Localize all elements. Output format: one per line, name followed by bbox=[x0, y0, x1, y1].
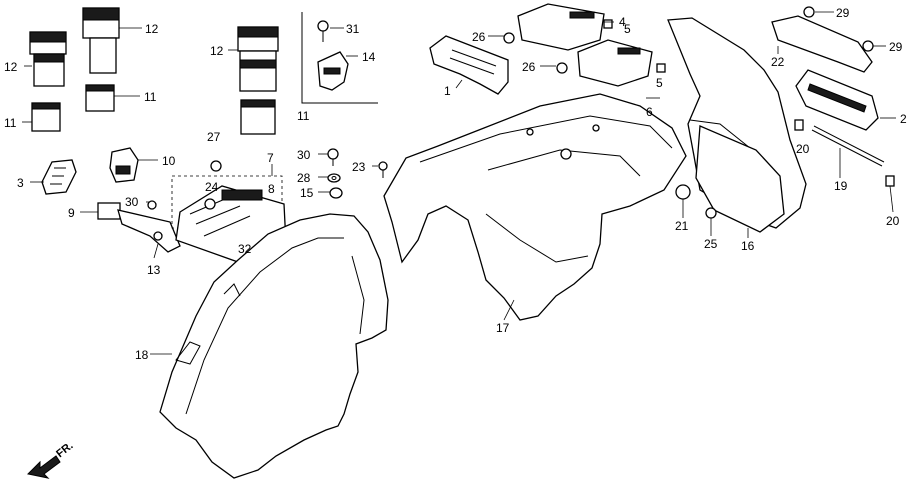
reflector-bracket-22 bbox=[771, 15, 873, 73]
callout-2: 2 bbox=[900, 112, 907, 126]
clip-5-upper bbox=[603, 19, 613, 29]
rear-fender-17 bbox=[383, 93, 687, 321]
relay-10 bbox=[109, 147, 139, 183]
callout-12-center: 12 bbox=[210, 44, 224, 58]
callout-4: 4 bbox=[619, 15, 626, 29]
callout-26-lower: 26 bbox=[522, 60, 536, 74]
bolt-30-upper bbox=[327, 148, 339, 166]
grommet-26-upper bbox=[503, 32, 515, 44]
callout-13: 13 bbox=[147, 263, 161, 277]
callout-11-left: 11 bbox=[4, 116, 17, 130]
inner-fender-18 bbox=[159, 213, 389, 479]
relay-12-large-top bbox=[82, 7, 120, 74]
bracket-1 bbox=[429, 35, 509, 95]
callout-11-center: 11 bbox=[297, 109, 310, 123]
clip-20-lower bbox=[885, 175, 895, 187]
license-light-2 bbox=[795, 69, 879, 131]
callout-12-top: 12 bbox=[145, 22, 159, 36]
callout-29-upper: 29 bbox=[836, 6, 850, 20]
screw-25 bbox=[705, 207, 717, 219]
callout-25: 25 bbox=[704, 237, 718, 251]
relay-11-small-mid bbox=[85, 84, 115, 112]
callout-30-center: 30 bbox=[297, 148, 311, 162]
callout-27: 27 bbox=[207, 130, 221, 144]
control-unit-6 bbox=[577, 39, 653, 87]
relay-12-large-center bbox=[237, 26, 279, 92]
leader-lines bbox=[22, 11, 896, 355]
clip-3 bbox=[41, 159, 77, 195]
callout-5-lower: 5 bbox=[656, 76, 663, 90]
callout-29-lower: 29 bbox=[889, 40, 903, 54]
callout-9: 9 bbox=[68, 206, 75, 220]
callout-11-mid: 11 bbox=[144, 90, 157, 104]
callout-7: 7 bbox=[267, 151, 274, 165]
callout-28: 28 bbox=[297, 171, 311, 185]
clip-20-upper bbox=[794, 119, 804, 131]
callout-20-upper: 20 bbox=[796, 142, 810, 156]
clip-5-lower bbox=[656, 63, 666, 73]
connector-9-13 bbox=[97, 200, 181, 253]
callout-30-left: 30 bbox=[125, 195, 139, 209]
callout-18: 18 bbox=[135, 348, 149, 362]
nut-15 bbox=[329, 187, 343, 199]
callout-26-upper: 26 bbox=[472, 30, 486, 44]
callout-19: 19 bbox=[834, 179, 848, 193]
callout-10: 10 bbox=[162, 154, 176, 168]
front-direction-arrow-icon bbox=[26, 455, 61, 479]
callout-5-upper: 5 bbox=[624, 22, 631, 36]
screw-23 bbox=[378, 161, 388, 178]
callout-17: 17 bbox=[496, 321, 510, 335]
control-unit-4 bbox=[517, 3, 605, 51]
callout-1: 1 bbox=[444, 84, 451, 98]
callout-6: 6 bbox=[646, 105, 653, 119]
callout-24: 24 bbox=[205, 180, 219, 194]
bolt-31 bbox=[317, 20, 329, 42]
bolt-29-lower bbox=[862, 40, 874, 52]
callout-32: 32 bbox=[238, 242, 252, 256]
callout-15: 15 bbox=[300, 186, 314, 200]
grommet-26-lower bbox=[556, 62, 568, 74]
callout-16: 16 bbox=[741, 239, 755, 253]
callout-14: 14 bbox=[362, 50, 376, 64]
license-bracket-16 bbox=[667, 17, 807, 233]
callout-21: 21 bbox=[675, 219, 689, 233]
callout-22: 22 bbox=[771, 55, 785, 69]
relay-11-small-left bbox=[31, 102, 61, 132]
callout-3: 3 bbox=[17, 176, 24, 190]
strip-19 bbox=[811, 125, 885, 167]
callout-20-lower: 20 bbox=[886, 214, 900, 228]
relay-11-small-center bbox=[240, 99, 276, 135]
callout-31: 31 bbox=[346, 22, 360, 36]
washer-28 bbox=[327, 173, 341, 183]
callout-23: 23 bbox=[352, 160, 366, 174]
bracket-14 bbox=[317, 51, 349, 91]
bolt-29-upper bbox=[803, 6, 815, 18]
callout-12-left: 12 bbox=[4, 60, 18, 74]
cap-21 bbox=[675, 184, 691, 200]
callout-8: 8 bbox=[268, 182, 275, 196]
relay-12-large-left bbox=[29, 31, 67, 87]
